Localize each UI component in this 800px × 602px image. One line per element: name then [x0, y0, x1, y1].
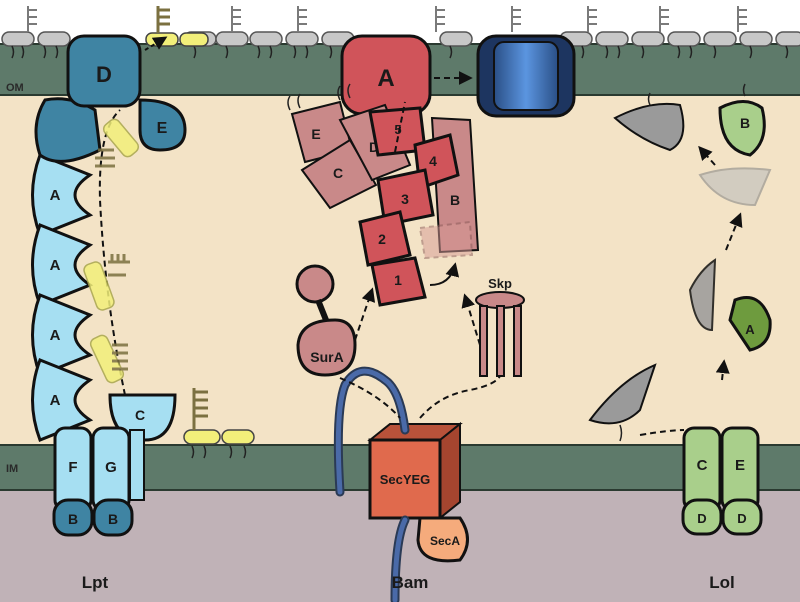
bamd-label: D — [369, 139, 379, 155]
lptc — [108, 393, 177, 442]
lipoprotein-transfer — [698, 167, 772, 207]
potra-2-label: 2 — [378, 231, 386, 247]
lptc-anchor — [129, 429, 145, 501]
bam-title: Bam — [392, 573, 429, 592]
lolb — [718, 100, 766, 157]
lps-outer-membrane — [144, 6, 209, 51]
skp-label: Skp — [488, 276, 512, 291]
lptb-2 — [92, 498, 134, 537]
sura-label: SurA — [310, 349, 343, 365]
lpta-label-1: A — [50, 187, 61, 204]
skp — [475, 291, 525, 377]
lol-title: Lol — [709, 573, 735, 592]
potra-3 — [376, 168, 435, 227]
lipoprotein-om — [613, 102, 685, 152]
lpt-title: Lpt — [82, 573, 109, 592]
lptb-label-1: B — [68, 511, 78, 527]
lold-1 — [681, 498, 723, 536]
im-label: IM — [6, 463, 18, 475]
lole-label: E — [735, 457, 745, 474]
sura — [296, 318, 357, 377]
lpta-label-4: A — [50, 392, 61, 409]
lpte — [138, 98, 187, 152]
potra-5-label: 5 — [394, 122, 401, 137]
lolb-label: B — [740, 115, 750, 131]
lps-inner-membrane — [183, 388, 255, 459]
lpta-label-2: A — [50, 257, 61, 274]
lolc-label: C — [697, 457, 708, 474]
bamb-label: B — [450, 192, 460, 208]
lptd-periplasmic-domain — [34, 97, 102, 163]
lptd-label: D — [96, 62, 112, 87]
lpta-4 — [31, 358, 94, 442]
lptf-label: F — [68, 459, 77, 476]
lptg-label: G — [105, 459, 117, 476]
lptd-barrel — [66, 34, 142, 108]
seca-label: SecA — [430, 534, 460, 548]
bam-system: SecYEG SecA SurA Skp A — [287, 34, 576, 602]
sura-head — [295, 264, 335, 304]
lptb-label-2: B — [108, 511, 118, 527]
bama-label: A — [377, 65, 394, 92]
lpta-label-3: A — [50, 327, 61, 344]
potra-4-label: 4 — [429, 153, 437, 169]
lptb-1 — [52, 498, 94, 537]
lipoprotein-im — [588, 363, 657, 425]
potra-1-label: 1 — [394, 272, 402, 288]
secyeg-label: SecYEG — [380, 472, 431, 487]
lpt-system: D E A A A A C F G B B — [31, 6, 255, 537]
potra-2 — [358, 210, 412, 267]
lola — [728, 296, 772, 352]
potra-1 — [370, 256, 427, 307]
lola-label: A — [745, 322, 755, 337]
lold-label-2: D — [737, 511, 746, 526]
secyeg-side — [439, 421, 461, 521]
lptc-label: C — [135, 407, 145, 423]
lps-in-transit — [83, 118, 140, 384]
seca — [416, 516, 469, 563]
lps-molecules — [27, 6, 747, 32]
potra-3-label: 3 — [401, 191, 409, 207]
lol-system: C E D D A B — [588, 83, 772, 536]
bamc-label: C — [333, 165, 343, 181]
lpte-label: E — [157, 120, 168, 137]
lold-2 — [721, 498, 763, 536]
folded-omp-barrel — [476, 34, 576, 118]
bame-label: E — [311, 126, 320, 142]
bamc — [300, 138, 378, 210]
lipoprotein-lola — [688, 258, 717, 332]
om-label: OM — [6, 82, 24, 94]
bama-potra: 5 4 3 2 1 — [358, 101, 474, 307]
lold-label-1: D — [697, 511, 706, 526]
